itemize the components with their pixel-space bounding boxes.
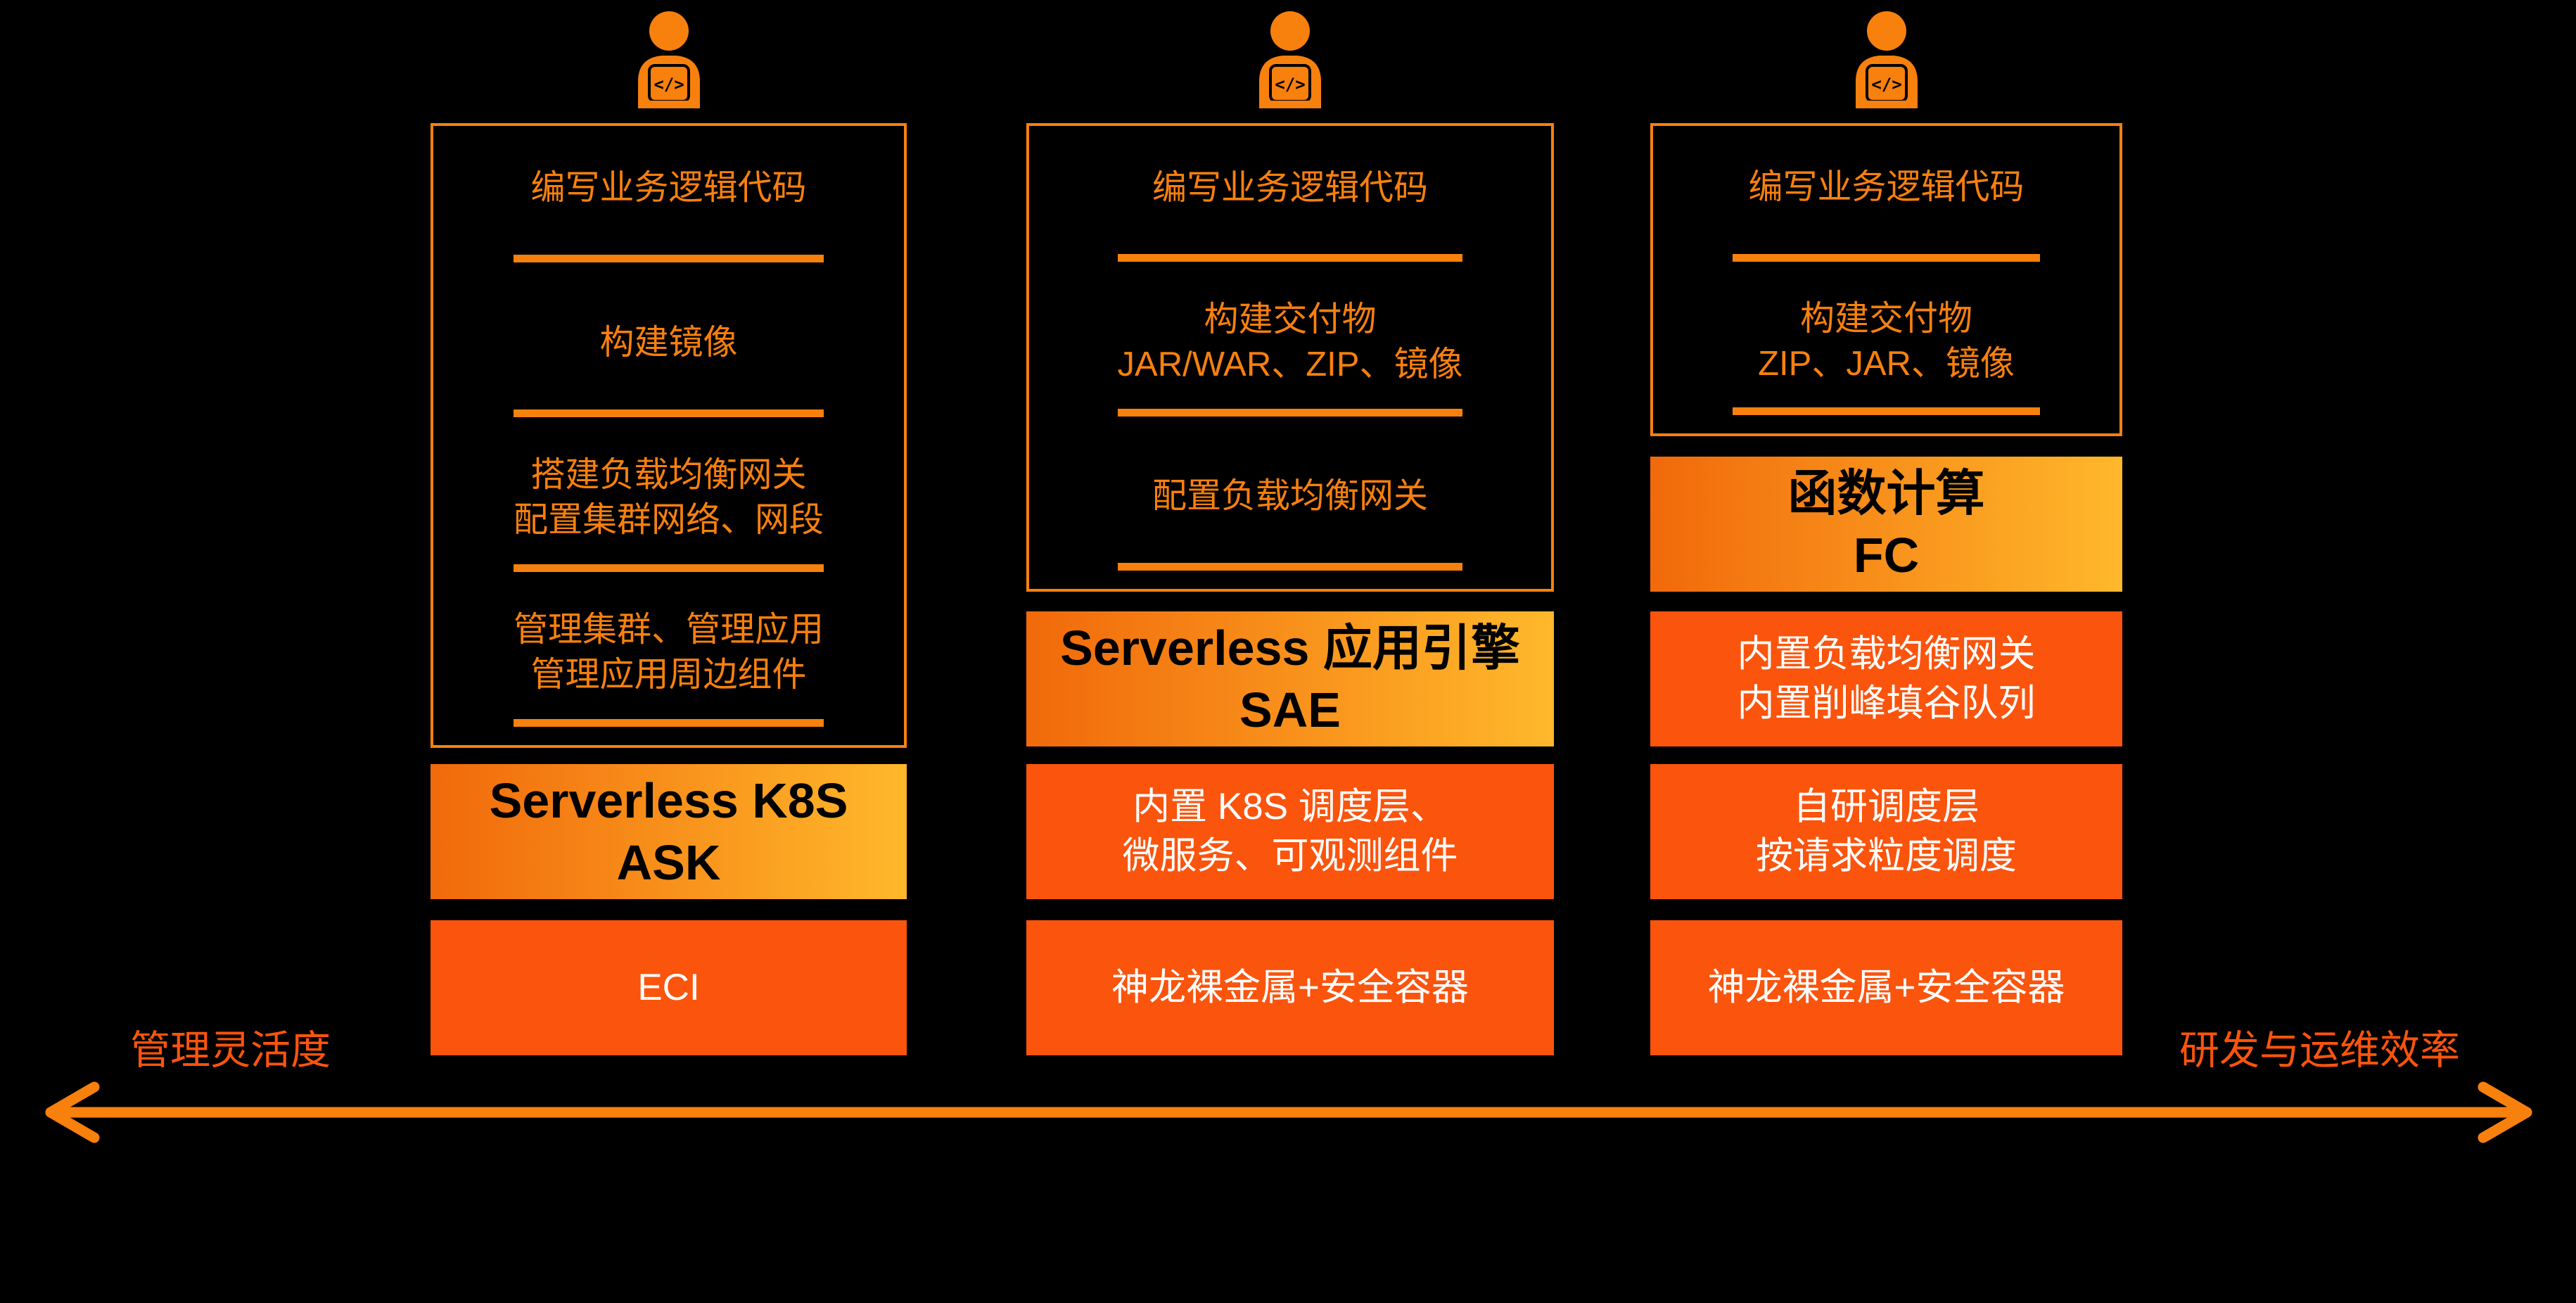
step-divider bbox=[513, 564, 824, 572]
step-text: ZIP、JAR、镜像 bbox=[1758, 344, 2015, 383]
step-text: 管理集群、管理应用 bbox=[513, 611, 824, 649]
step-text: 配置负载均衡网关 bbox=[1152, 477, 1428, 516]
step-item: 构建交付物 JAR/WAR、ZIP、镜像 bbox=[1029, 280, 1551, 434]
developer-laptop-icon-svg: </> bbox=[1855, 11, 1918, 108]
axis-label-devops-efficiency: 研发与运维效率 bbox=[2179, 1028, 2460, 1073]
step-item: 编写业务逻辑代码 bbox=[433, 126, 904, 281]
step-text: 管理应用周边组件 bbox=[530, 656, 807, 694]
person-head bbox=[1866, 11, 1906, 51]
step-divider bbox=[1732, 407, 2041, 415]
layer-box-eci: ECI bbox=[431, 920, 907, 1055]
layer-text: 微服务、可观测组件 bbox=[1122, 835, 1458, 877]
layer-box-fc-scheduler: 自研调度层 按请求粒度调度 bbox=[1650, 764, 2122, 899]
arrow-head-right bbox=[2478, 1081, 2532, 1143]
step-divider bbox=[513, 719, 824, 727]
layer-text: 神龙裸金属+安全容器 bbox=[1111, 967, 1469, 1008]
step-divider bbox=[1118, 408, 1462, 417]
manual-steps-box-ask: 编写业务逻辑代码 构建镜像 搭建负载均衡网关 配置集群网络、网段 管理集群、管理… bbox=[431, 123, 907, 748]
step-item: 编写业务逻辑代码 bbox=[1653, 126, 2119, 280]
product-abbr: FC bbox=[1853, 528, 1920, 583]
layer-text: 自研调度层 bbox=[1793, 786, 1979, 827]
step-item: 搭建负载均衡网关 配置集群网络、网段 bbox=[433, 436, 904, 590]
product-name: Serverless K8S bbox=[489, 773, 848, 828]
double-headed-arrow bbox=[45, 1081, 2532, 1143]
laptop-base bbox=[642, 101, 696, 108]
product-abbr: ASK bbox=[616, 835, 721, 890]
manual-steps-box-fc: 编写业务逻辑代码 构建交付物 ZIP、JAR、镜像 bbox=[1650, 123, 2122, 436]
layer-box-fc-gateway: 内置负载均衡网关 内置削峰填谷队列 bbox=[1650, 611, 2122, 746]
person-head bbox=[1270, 11, 1310, 51]
axis-label-management-flexibility: 管理灵活度 bbox=[130, 1028, 331, 1073]
step-text: JAR/WAR、ZIP、镜像 bbox=[1117, 345, 1463, 383]
step-divider bbox=[513, 255, 824, 262]
layer-box-sae-baremetal: 神龙裸金属+安全容器 bbox=[1026, 920, 1554, 1055]
layer-text: 内置 K8S 调度层、 bbox=[1133, 786, 1448, 827]
step-item: 构建交付物 ZIP、JAR、镜像 bbox=[1653, 280, 2119, 434]
arrow-head-left bbox=[45, 1081, 100, 1143]
developer-laptop-icon: </> bbox=[1844, 10, 1929, 108]
column-serverless-k8s: </> 编写业务逻辑代码 构建镜像 搭建负载均衡网关 配置集群网络、网段 管理集… bbox=[431, 0, 907, 1303]
product-name: 函数计算 bbox=[1787, 466, 1985, 521]
layer-box-fc-baremetal: 神龙裸金属+安全容器 bbox=[1650, 920, 2122, 1055]
product-name: Serverless 应用引擎 bbox=[1060, 621, 1520, 675]
layer-text: 内置负载均衡网关 bbox=[1737, 633, 2036, 675]
product-box-ask: Serverless K8S ASK bbox=[431, 764, 907, 899]
person-head bbox=[649, 11, 689, 51]
step-item: 管理集群、管理应用 管理应用周边组件 bbox=[433, 590, 904, 745]
step-text: 构建交付物 bbox=[1799, 299, 1972, 338]
step-text: 构建交付物 bbox=[1204, 300, 1377, 338]
developer-laptop-icon: </> bbox=[1248, 10, 1332, 108]
column-sae: </> 编写业务逻辑代码 构建交付物 JAR/WAR、ZIP、镜像 配置负载均衡… bbox=[1026, 0, 1554, 1303]
step-text: 编写业务逻辑代码 bbox=[1152, 168, 1428, 207]
layer-text: 按请求粒度调度 bbox=[1756, 835, 2017, 877]
manual-steps-box-sae: 编写业务逻辑代码 构建交付物 JAR/WAR、ZIP、镜像 配置负载均衡网关 bbox=[1026, 123, 1554, 592]
developer-laptop-icon: </> bbox=[627, 10, 711, 108]
step-divider bbox=[1732, 253, 2041, 262]
code-glyph: </> bbox=[1871, 75, 1901, 94]
developer-laptop-icon-svg: </> bbox=[1259, 11, 1321, 108]
step-item: 编写业务逻辑代码 bbox=[1029, 126, 1551, 280]
step-text: 构建镜像 bbox=[599, 324, 738, 362]
column-fc: </> 编写业务逻辑代码 构建交付物 ZIP、JAR、镜像 函数计算 FC 内置… bbox=[1650, 0, 2122, 1303]
step-divider bbox=[1118, 562, 1462, 571]
product-box-fc: 函数计算 FC bbox=[1650, 457, 2122, 592]
step-item: 配置负载均衡网关 bbox=[1029, 435, 1551, 589]
code-glyph: </> bbox=[1275, 75, 1305, 94]
laptop-base bbox=[1859, 101, 1913, 108]
layer-box-sae-scheduler: 内置 K8S 调度层、 微服务、可观测组件 bbox=[1026, 764, 1554, 899]
step-text: 配置集群网络、网段 bbox=[513, 501, 824, 539]
product-box-sae: Serverless 应用引擎 SAE bbox=[1026, 611, 1554, 746]
layer-text: ECI bbox=[637, 967, 700, 1008]
step-text: 编写业务逻辑代码 bbox=[1748, 168, 2025, 207]
layer-text: 内置削峰填谷队列 bbox=[1737, 682, 2036, 724]
step-divider bbox=[1118, 254, 1462, 262]
step-text: 搭建负载均衡网关 bbox=[530, 456, 807, 494]
developer-laptop-icon-svg: </> bbox=[637, 11, 700, 108]
step-text: 编写业务逻辑代码 bbox=[530, 169, 807, 207]
step-item: 构建镜像 bbox=[433, 281, 904, 436]
product-abbr: SAE bbox=[1239, 682, 1341, 737]
step-divider bbox=[513, 409, 824, 417]
code-glyph: </> bbox=[653, 75, 684, 94]
layer-text: 神龙裸金属+安全容器 bbox=[1707, 967, 2065, 1008]
laptop-base bbox=[1263, 101, 1317, 108]
